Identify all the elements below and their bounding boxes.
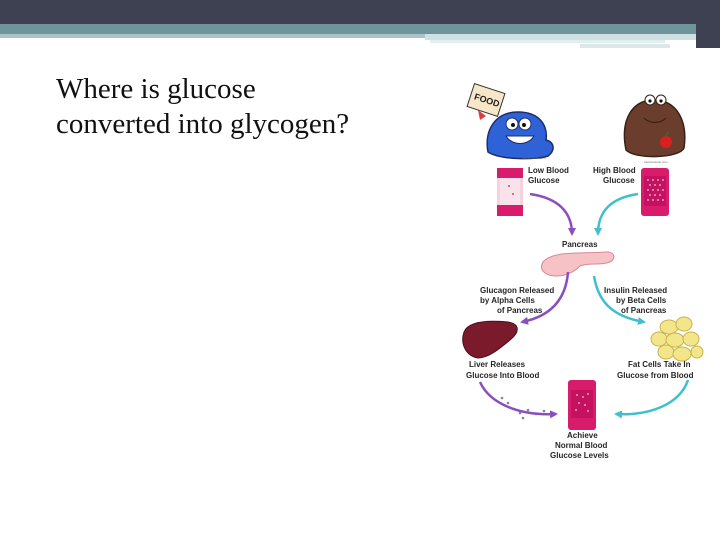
fat-label-2: Glucose from Blood (617, 371, 694, 380)
fat-label-1: Fat Cells Take In (628, 360, 691, 369)
blue-cartoon-icon (486, 111, 554, 160)
low-glucose-label-1: Low Blood (528, 166, 569, 175)
arrow-pancreas-to-liver (520, 271, 570, 325)
glucagon-label-3: of Pancreas (497, 306, 543, 315)
low-glucose-tube-icon (497, 168, 523, 216)
food-sign-icon: FOOD (466, 83, 506, 120)
credit-right-text: cartoonstock.com (644, 160, 668, 164)
low-glucose-label-2: Glucose (528, 176, 560, 185)
header-stripe-teal (0, 24, 696, 34)
liver-icon (462, 320, 518, 359)
header-stripe-light (0, 34, 425, 38)
insulin-label-2: by Beta Cells (616, 296, 667, 305)
brown-cartoon-icon (623, 94, 686, 158)
achieve-label-3: Glucose Levels (550, 451, 609, 460)
header-corner (696, 0, 720, 48)
achieve-label-1: Achieve (567, 431, 598, 440)
arrow-fat-to-normal (614, 379, 690, 419)
question-line-2: converted into glycogen? (56, 108, 350, 140)
header-stripe-pale (425, 34, 696, 40)
glucagon-label-1: Glucagon Released (480, 286, 554, 295)
slide-question: Where is glucose converted into glycogen… (56, 72, 436, 142)
glucose-dots (500, 396, 546, 420)
arrow-pancreas-to-fat (592, 275, 646, 325)
high-glucose-label-1: High Blood (593, 166, 636, 175)
liver-label-1: Liver Releases (469, 360, 526, 369)
high-glucose-tube-icon (641, 168, 669, 216)
achieve-label-2: Normal Blood (555, 441, 608, 450)
arrow-low-to-pancreas (529, 192, 576, 236)
header-bar (0, 0, 720, 24)
insulin-label-1: Insulin Released (604, 286, 667, 295)
header-stripe-faint-short (580, 44, 670, 48)
fat-cells-icon (650, 316, 704, 362)
pancreas-icon (541, 251, 615, 277)
arrow-high-to-pancreas (594, 192, 639, 236)
high-glucose-label-2: Glucose (603, 176, 635, 185)
credit-left-text: cartoonstock.com (522, 156, 546, 160)
normal-glucose-tube-icon (568, 380, 596, 430)
pancreas-label: Pancreas (562, 240, 598, 249)
insulin-label-3: of Pancreas (621, 306, 667, 315)
header-stripe-faint (430, 40, 665, 43)
liver-label-2: Glucose Into Blood (466, 371, 539, 380)
arrow-liver-to-normal (478, 381, 558, 419)
question-line-1: Where is glucose (56, 73, 256, 105)
glucagon-label-2: by Alpha Cells (480, 296, 535, 305)
